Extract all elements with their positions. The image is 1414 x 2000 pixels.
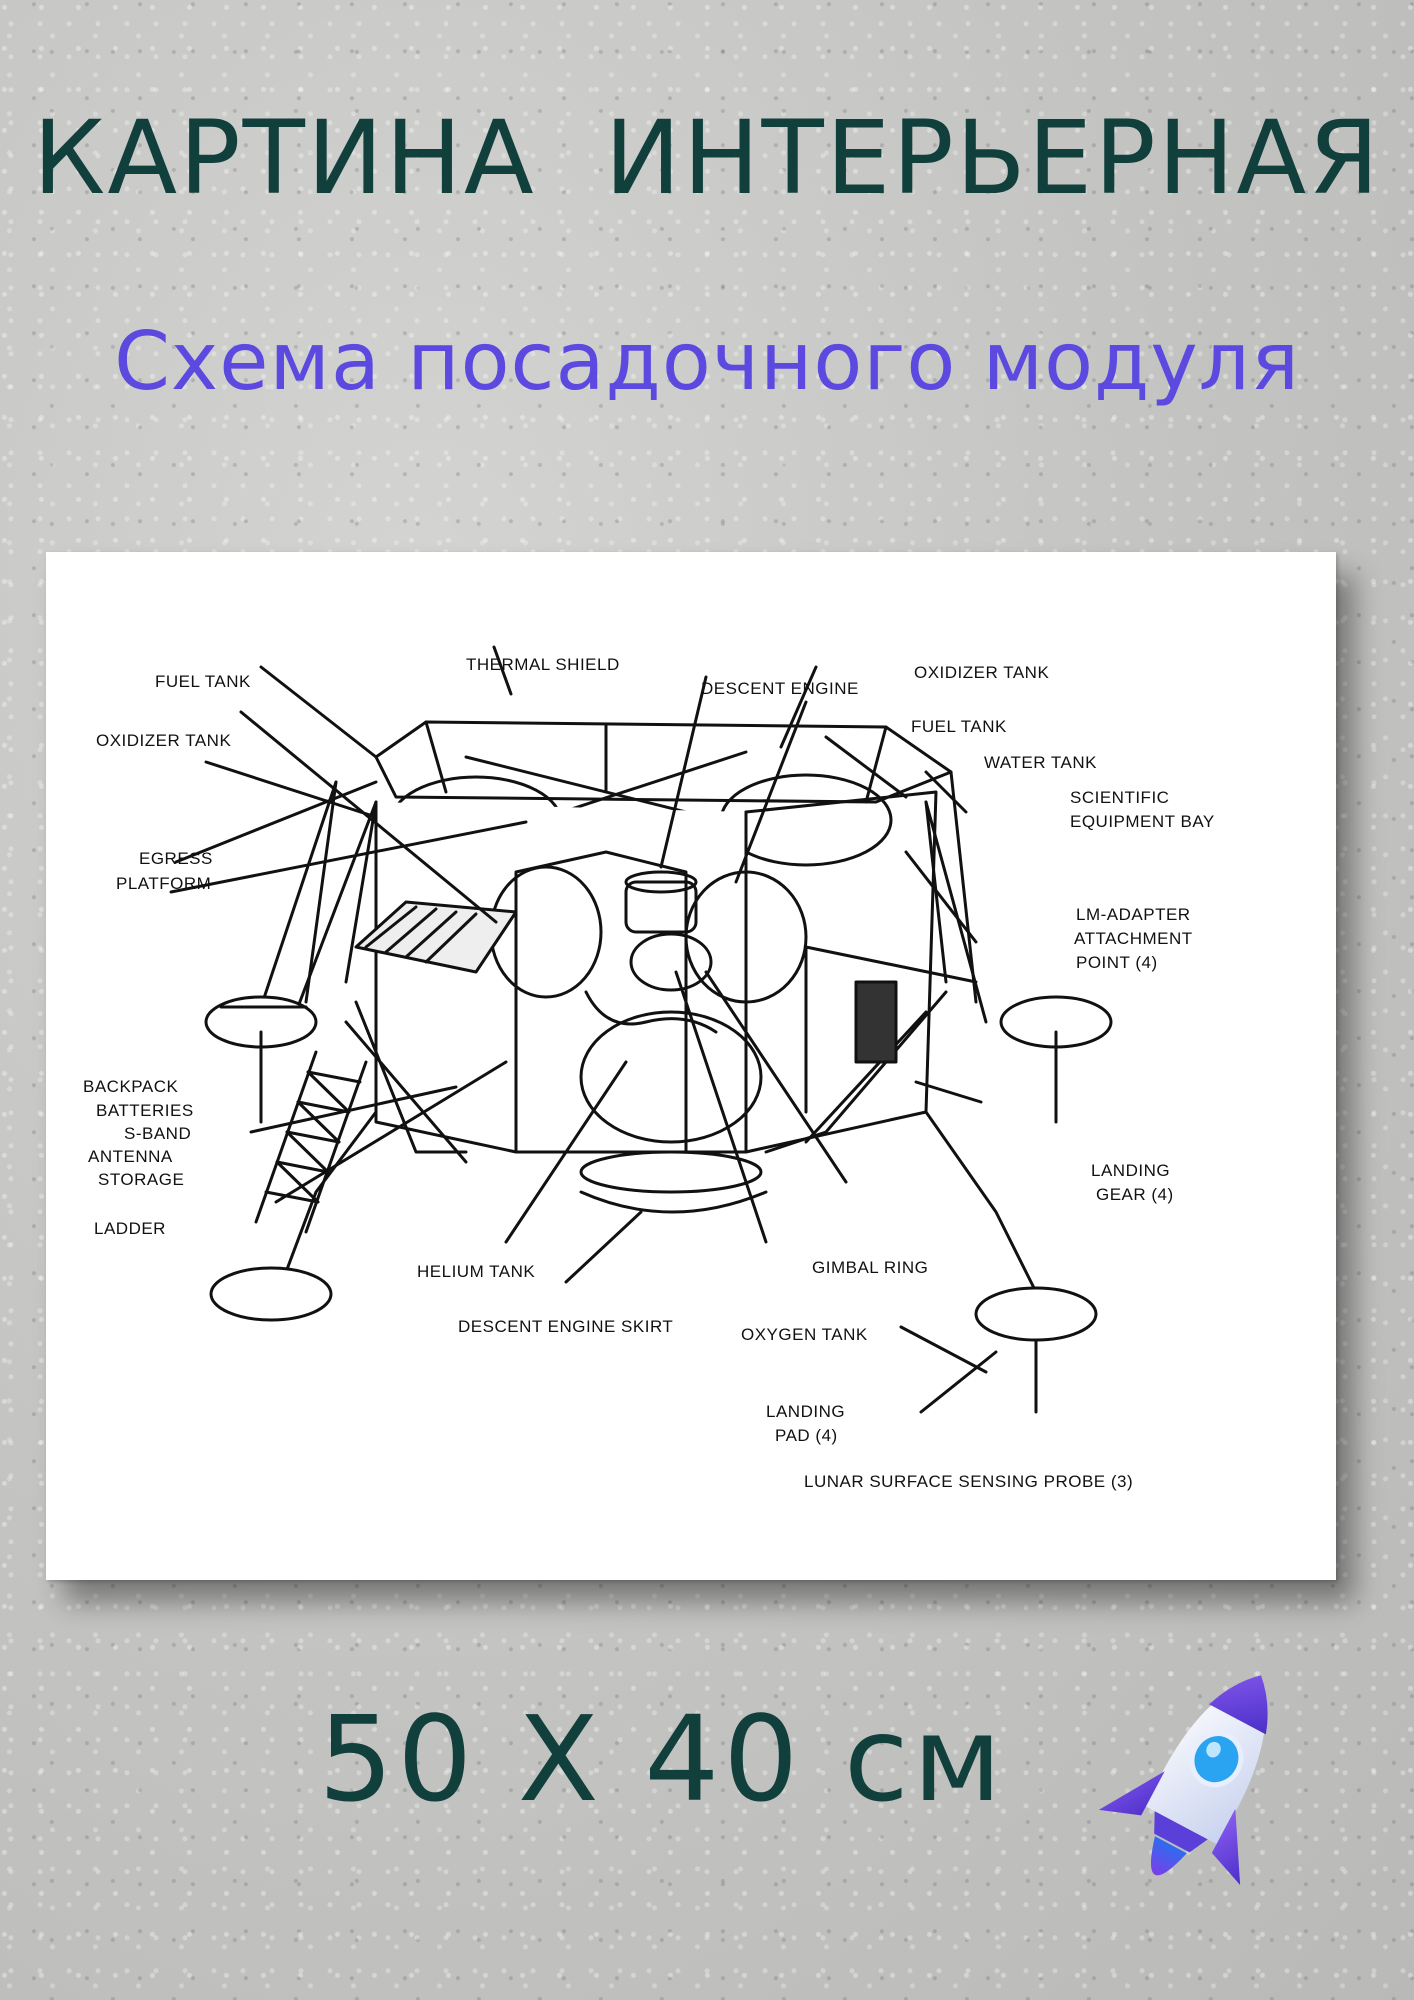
label-backpack-3: S-BAND <box>124 1124 191 1143</box>
label-probe: LUNAR SURFACE SENSING PROBE (3) <box>804 1472 1133 1491</box>
page-title: КАРТИНА ИНТЕРЬЕРНАЯ <box>32 99 1382 218</box>
label-ladder: LADDER <box>94 1219 166 1238</box>
label-backpack-4: ANTENNA <box>88 1147 173 1166</box>
label-water-tank: WATER TANK <box>984 753 1097 772</box>
label-fuel-tank-right: FUEL TANK <box>911 717 1007 736</box>
label-fuel-tank-left: FUEL TANK <box>155 672 251 691</box>
label-landing-gear-2: GEAR (4) <box>1096 1185 1174 1204</box>
label-descent-engine: DESCENT ENGINE <box>701 679 859 698</box>
label-backpack-5: STORAGE <box>98 1170 184 1189</box>
module-drawing <box>169 645 1113 1414</box>
rocket-icon <box>1098 1675 1268 1885</box>
label-oxidizer-tank-right: OXIDIZER TANK <box>914 663 1049 682</box>
label-landing-pad-2: PAD (4) <box>775 1426 838 1445</box>
label-gimbal-ring: GIMBAL RING <box>812 1258 928 1277</box>
label-descent-engine-skirt: DESCENT ENGINE SKIRT <box>458 1317 673 1336</box>
label-landing-gear-1: LANDING <box>1091 1161 1170 1180</box>
lunar-module-diagram: THERMAL SHIELD FUEL TANK DESCENT ENGINE … <box>83 645 1215 1491</box>
label-scientific-1: SCIENTIFIC <box>1070 788 1169 807</box>
size-label: 50 X 40 см <box>318 1690 1006 1828</box>
label-backpack-2: BATTERIES <box>96 1101 194 1120</box>
label-oxidizer-tank-left: OXIDIZER TANK <box>96 731 231 750</box>
diagram-labels: THERMAL SHIELD FUEL TANK DESCENT ENGINE … <box>83 655 1215 1491</box>
label-egress-1: EGRESS <box>139 849 213 868</box>
label-oxygen-tank: OXYGEN TANK <box>741 1325 868 1344</box>
poster-print: THERMAL SHIELD FUEL TANK DESCENT ENGINE … <box>46 552 1336 1580</box>
label-lm-adapter-2: ATTACHMENT <box>1074 929 1193 948</box>
label-landing-pad-1: LANDING <box>766 1402 845 1421</box>
label-helium-tank: HELIUM TANK <box>417 1262 535 1281</box>
label-backpack-1: BACKPACK <box>83 1077 178 1096</box>
page-subtitle: Схема посадочного модуля <box>114 315 1300 408</box>
label-lm-adapter-3: POINT (4) <box>1076 953 1158 972</box>
label-scientific-2: EQUIPMENT BAY <box>1070 812 1215 831</box>
label-thermal-shield: THERMAL SHIELD <box>466 655 620 674</box>
label-egress-2: PLATFORM <box>116 874 211 893</box>
label-lm-adapter-1: LM-ADAPTER <box>1076 905 1191 924</box>
